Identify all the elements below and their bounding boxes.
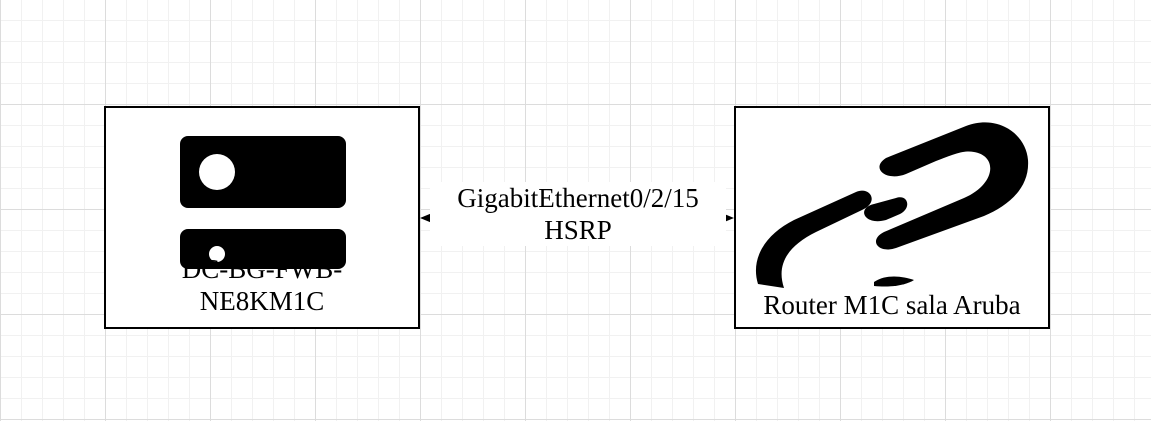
connection-interface-label: GigabitEthernet0/2/15 (457, 183, 699, 213)
connection-protocol-label: HSRP (544, 215, 612, 245)
firewall-label-line-2: NE8KM1C (199, 286, 325, 316)
router-node-label: Router M1C sala Aruba (763, 290, 1021, 320)
firewall-node[interactable]: DC-BG-FWB- NE8KM1C (104, 106, 420, 329)
connection-label[interactable]: GigabitEthernet0/2/15 HSRP (430, 182, 726, 246)
link-icon (755, 122, 1029, 288)
router-node[interactable]: Router M1C sala Aruba (734, 106, 1050, 329)
firewall-server-icon (180, 136, 346, 269)
firewall-node-label: DC-BG-FWB- NE8KM1C (106, 253, 418, 317)
firewall-label-line-1: DC-BG-FWB- (181, 254, 343, 284)
